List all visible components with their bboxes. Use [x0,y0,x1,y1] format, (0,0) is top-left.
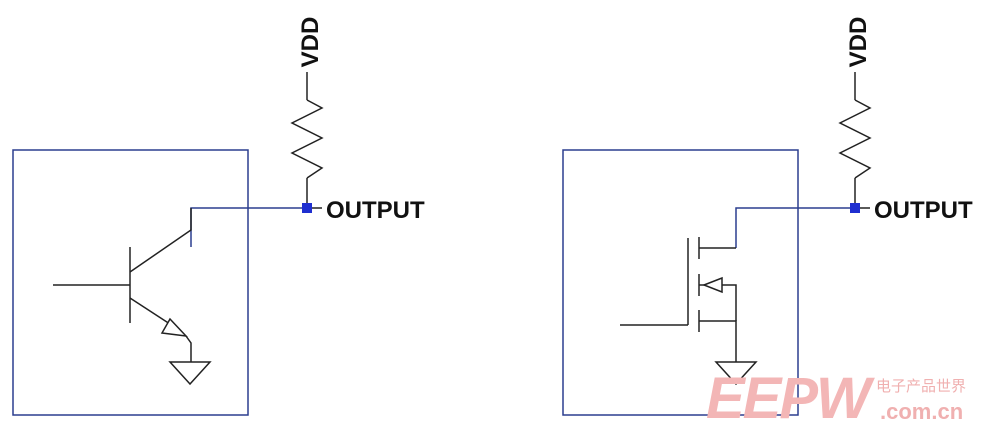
right-output-wire [735,207,855,248]
watermark-brand: EEPW [706,366,875,429]
npn-transistor [53,208,192,362]
right-vdd-label: VDD [845,17,872,68]
left-output-wire [190,207,307,247]
nmos-transistor [620,237,737,362]
left-pullup-resistor [290,99,324,179]
right-chip-box [562,149,799,416]
left-ground-icon [168,361,212,386]
right-circuit: VDD OUTPUT [562,17,973,416]
right-output-node [850,203,860,213]
right-ground-icon [714,361,758,386]
left-output-node [302,203,312,213]
right-pullup-resistor [838,99,872,179]
left-chip-box [12,149,249,416]
left-circuit: VDD OUTPUT [12,17,425,416]
watermark: EEPW 电子产品世界 .com.cn [706,366,966,429]
left-vdd-label: VDD [297,17,324,68]
bjt-emitter-lead [185,335,192,362]
bjt-collector [129,208,192,273]
mos-body-tie [722,284,737,321]
watermark-domain: .com.cn [880,399,963,424]
left-output-label: OUTPUT [326,197,425,224]
bjt-emitter [129,297,174,327]
right-output-label: OUTPUT [874,197,973,224]
mos-source-lead [699,320,737,362]
bjt-emitter-arrow [160,317,188,338]
mos-body-arrow [701,276,723,294]
watermark-chinese: 电子产品世界 [876,378,966,395]
